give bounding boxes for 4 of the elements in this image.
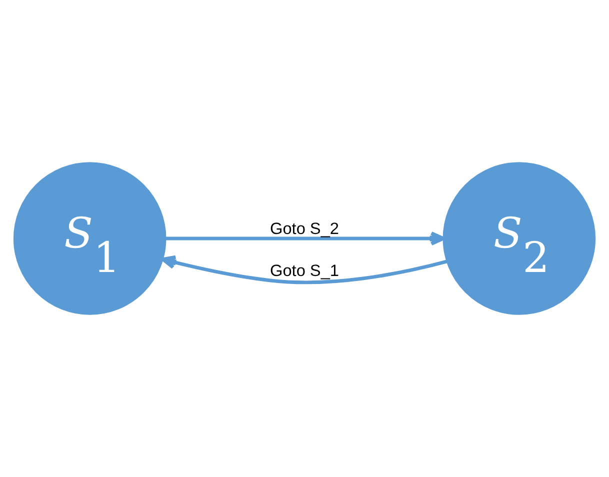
arrow [161,255,448,284]
edge-label: Goto S_1 [270,262,339,280]
edge-label: Goto S_2 [270,220,339,238]
arrow [166,232,445,246]
